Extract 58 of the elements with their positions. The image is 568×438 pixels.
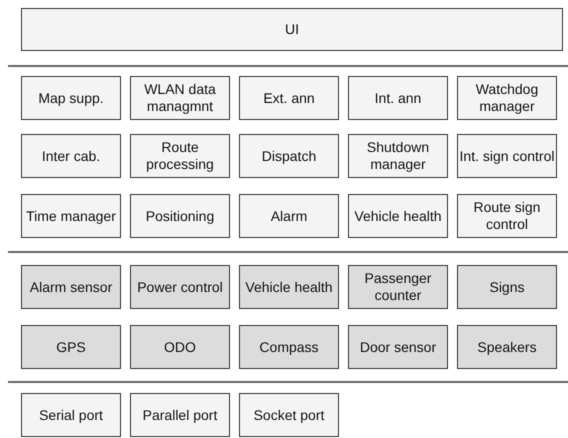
module-label: Int. sign control — [460, 148, 554, 164]
module-label: Door sensor — [360, 338, 436, 356]
module-label: Signs — [489, 278, 525, 296]
module-label: Ext. ann — [263, 90, 315, 106]
module-label: Speakers — [477, 338, 537, 356]
module-label: Power control — [137, 278, 223, 296]
module-box — [348, 265, 448, 309]
module-box — [348, 76, 448, 120]
module-label: GPS — [56, 338, 86, 356]
module-label: WLAN data managmnt — [143, 81, 217, 115]
module-label: Socket port — [254, 406, 324, 424]
module-box — [239, 393, 339, 437]
module-label: Route sign control — [472, 199, 542, 233]
module-label: Time manager — [26, 208, 116, 224]
module-box — [457, 194, 557, 238]
module-box — [21, 393, 121, 437]
module-label: Positioning — [146, 208, 214, 224]
module-box — [457, 76, 557, 120]
module-box — [21, 265, 121, 309]
module-label: UI — [285, 21, 299, 38]
module-box — [457, 134, 557, 178]
module-label: Map supp. — [38, 90, 104, 106]
module-box — [130, 134, 230, 178]
module-box — [348, 194, 448, 238]
module-label: ODO — [164, 338, 196, 356]
module-box — [21, 194, 121, 238]
module-box — [130, 325, 230, 369]
module-label: Alarm — [270, 208, 308, 224]
module-label: Serial port — [39, 406, 103, 424]
module-box — [21, 8, 563, 51]
module-label: Passenger counter — [364, 270, 432, 304]
module-box — [130, 393, 230, 437]
module-label: Dispatch — [262, 148, 316, 164]
module-box — [239, 76, 339, 120]
module-box — [348, 325, 448, 369]
module-box — [348, 134, 448, 178]
module-box — [239, 134, 339, 178]
module-box — [21, 76, 121, 120]
module-box — [130, 194, 230, 238]
module-label: Watchdog manager — [474, 81, 540, 115]
module-box — [239, 325, 339, 369]
module-label: Shutdown manager — [366, 139, 430, 173]
module-box — [130, 265, 230, 309]
module-box — [21, 134, 121, 178]
module-box — [239, 265, 339, 309]
module-label: Inter cab. — [42, 148, 100, 164]
module-label: Vehicle health — [245, 278, 333, 296]
module-label: Vehicle health — [354, 208, 442, 224]
module-label: Int. ann — [374, 90, 422, 106]
module-box — [130, 76, 230, 120]
module-label: Alarm sensor — [30, 278, 112, 296]
module-label: Parallel port — [142, 406, 218, 424]
module-label: Compass — [259, 338, 319, 356]
module-box — [457, 325, 557, 369]
module-label: Route processing — [145, 139, 215, 173]
module-box — [239, 194, 339, 238]
module-box — [457, 265, 557, 309]
module-box — [21, 325, 121, 369]
